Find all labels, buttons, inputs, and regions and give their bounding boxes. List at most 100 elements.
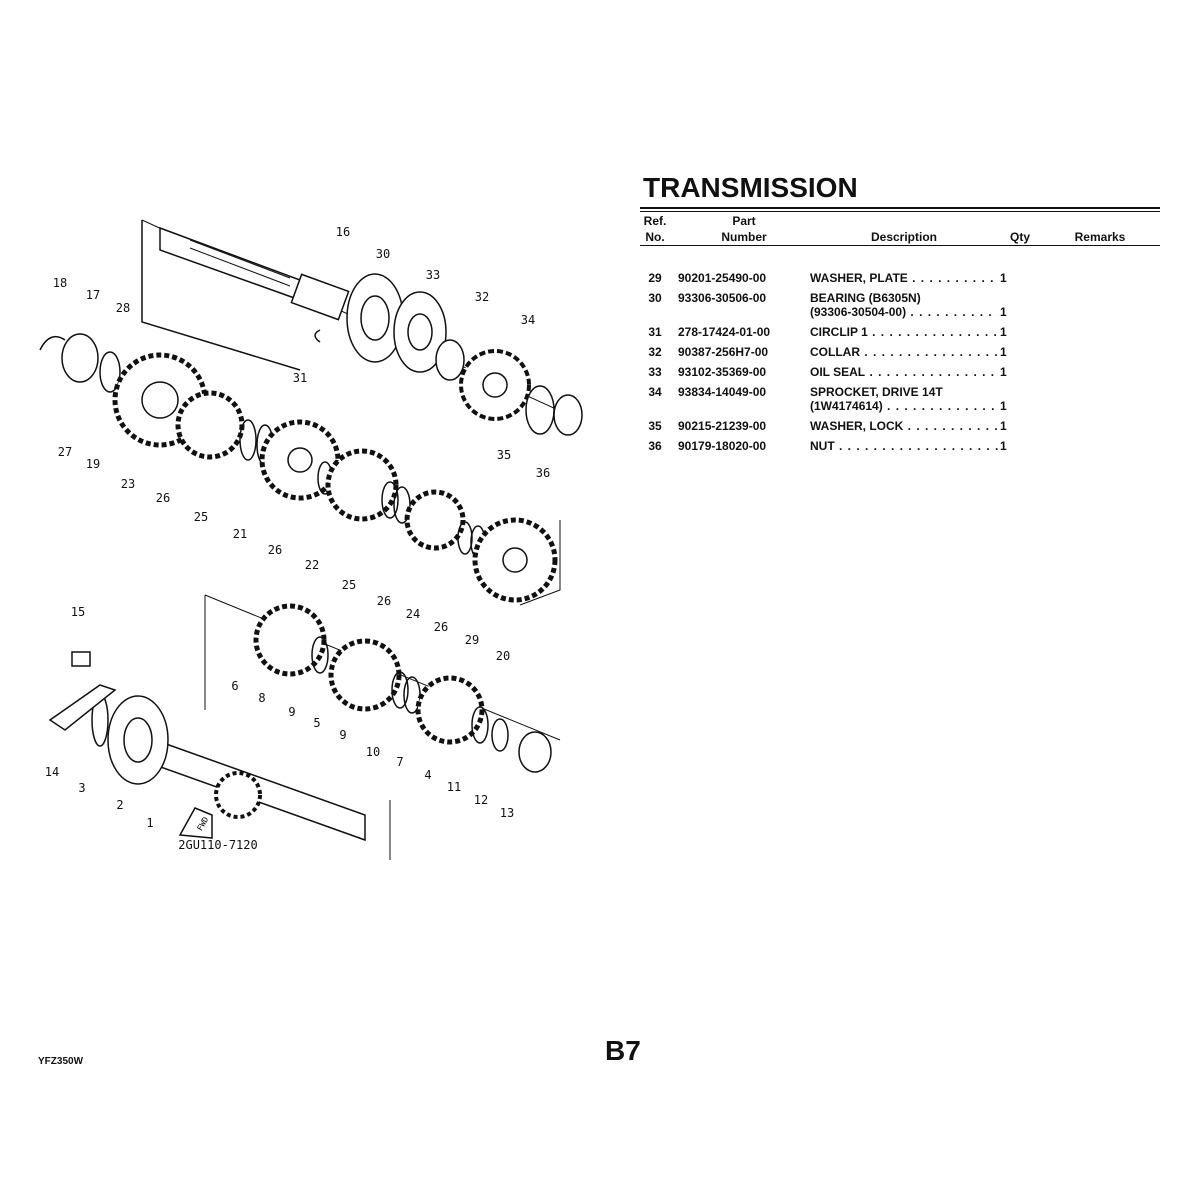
- callout-25: 25: [193, 510, 209, 524]
- qty: 1: [1000, 325, 1007, 339]
- callout-26: 26: [376, 594, 392, 608]
- callout-15: 15: [70, 605, 86, 619]
- qty: 1: [1000, 439, 1007, 453]
- callout-5: 5: [313, 716, 321, 730]
- callout-18: 18: [52, 276, 68, 290]
- callout-35: 35: [496, 448, 512, 462]
- ref-no: 29: [648, 271, 662, 285]
- remarks: [1040, 362, 1160, 382]
- callout-26: 26: [433, 620, 449, 634]
- callout-24: 24: [405, 607, 421, 621]
- callout-4: 4: [424, 768, 432, 782]
- description: COLLAR: [810, 345, 860, 359]
- qty: 1: [1000, 271, 1007, 285]
- qty: 1: [1000, 345, 1007, 359]
- callout-7: 7: [396, 755, 404, 769]
- callout-29: 29: [464, 633, 480, 647]
- page-title: TRANSMISSION: [643, 172, 858, 203]
- description: CIRCLIP 1: [810, 325, 868, 339]
- callout-8: 8: [258, 691, 266, 705]
- page-number: B7: [605, 1035, 641, 1066]
- callout-19: 19: [85, 457, 101, 471]
- table-row: 29 90201-25490-00 WASHER, PLATE . . . . …: [640, 268, 1160, 288]
- callout-9: 9: [339, 728, 347, 742]
- header-description: Description: [870, 230, 937, 244]
- description: WASHER, PLATE: [810, 271, 908, 285]
- table-row: 33 93102-35369-00 OIL SEAL . . . . . . .…: [640, 362, 1160, 382]
- title-rule-thin: [640, 211, 1160, 212]
- table-row: 36 90179-18020-00 NUT . . . . . . . . . …: [640, 436, 1160, 456]
- drawing-code: 2GU110-7120: [178, 838, 258, 852]
- callout-10: 10: [365, 745, 381, 759]
- description: SPROCKET, DRIVE 14T: [810, 385, 943, 399]
- description: BEARING (B6305N): [810, 291, 921, 305]
- ref-no: 30: [648, 291, 662, 305]
- table-row: 31 278-17424-01-00 CIRCLIP 1 . . . . . .…: [640, 322, 1160, 342]
- callout-26: 26: [267, 543, 283, 557]
- description: WASHER, LOCK: [810, 419, 904, 433]
- callout-3: 3: [78, 781, 86, 795]
- callout-14: 14: [44, 765, 60, 779]
- callout-25: 25: [341, 578, 357, 592]
- callout-34: 34: [520, 313, 536, 327]
- parts-table: Ref. Part No. Number Description Qty Rem…: [640, 213, 1160, 456]
- callout-20: 20: [495, 649, 511, 663]
- header-qty: Qty: [1009, 230, 1030, 244]
- qty: 1: [1000, 365, 1007, 379]
- callout-26: 26: [155, 491, 171, 505]
- callout-11: 11: [446, 780, 462, 794]
- header-part-1: Part: [732, 214, 756, 228]
- callout-21: 21: [232, 527, 248, 541]
- ref-no: 36: [648, 439, 662, 453]
- part-number: 90179-18020-00: [678, 439, 767, 453]
- callout-13: 13: [499, 806, 515, 820]
- description-line2: (93306-30504-00): [810, 305, 907, 319]
- description-line2: (1W4174614): [810, 399, 883, 413]
- header-part-2: Number: [721, 230, 767, 244]
- qty: 1: [1000, 305, 1007, 319]
- part-number: 93834-14049-00: [678, 385, 767, 399]
- callout-32: 32: [474, 290, 490, 304]
- callout-33: 33: [425, 268, 441, 282]
- remarks: [1040, 342, 1160, 362]
- part-number: 90201-25490-00: [678, 271, 767, 285]
- callout-9: 9: [288, 705, 296, 719]
- callout-17: 17: [85, 288, 101, 302]
- remarks: [1040, 322, 1160, 342]
- model-code: YFZ350W: [38, 1056, 84, 1067]
- callout-6: 6: [231, 679, 239, 693]
- callout-16: 16: [335, 225, 351, 239]
- qty: 1: [1000, 419, 1007, 433]
- part-number: 90215-21239-00: [678, 419, 767, 433]
- callout-30: 30: [375, 247, 391, 261]
- remarks: [1040, 382, 1160, 416]
- table-row: 34 93834-14049-00 SPROCKET, DRIVE 14T(1W…: [640, 382, 1160, 416]
- header-ref-2: No.: [645, 230, 665, 244]
- callout-23: 23: [120, 477, 136, 491]
- part-number: 93306-30506-00: [678, 291, 767, 305]
- table-row: 35 90215-21239-00 WASHER, LOCK . . . . .…: [640, 416, 1160, 436]
- ref-no: 31: [648, 325, 662, 339]
- ref-no: 32: [648, 345, 662, 359]
- description: OIL SEAL: [810, 365, 866, 379]
- ref-no: 33: [648, 365, 662, 379]
- qty: 1: [1000, 399, 1007, 413]
- ref-no: 35: [648, 419, 662, 433]
- part-number: 90387-256H7-00: [678, 345, 769, 359]
- remarks: [1040, 268, 1160, 288]
- callout-27: 27: [57, 445, 73, 459]
- callout-36: 36: [535, 466, 551, 480]
- ref-no: 34: [648, 385, 662, 399]
- table-row: 32 90387-256H7-00 COLLAR . . . . . . . .…: [640, 342, 1160, 362]
- header-remarks: Remarks: [1074, 230, 1126, 244]
- transmission-exploded-diagram: FWD: [39, 219, 583, 860]
- callout-12: 12: [473, 793, 489, 807]
- part-number: 278-17424-01-00: [678, 325, 771, 339]
- callout-2: 2: [116, 798, 124, 812]
- part-number: 93102-35369-00: [678, 365, 767, 379]
- header-ref-1: Ref.: [643, 214, 667, 228]
- callout-31: 31: [292, 371, 308, 385]
- remarks: [1040, 436, 1160, 456]
- callout-1: 1: [146, 816, 154, 830]
- remarks: [1040, 288, 1160, 322]
